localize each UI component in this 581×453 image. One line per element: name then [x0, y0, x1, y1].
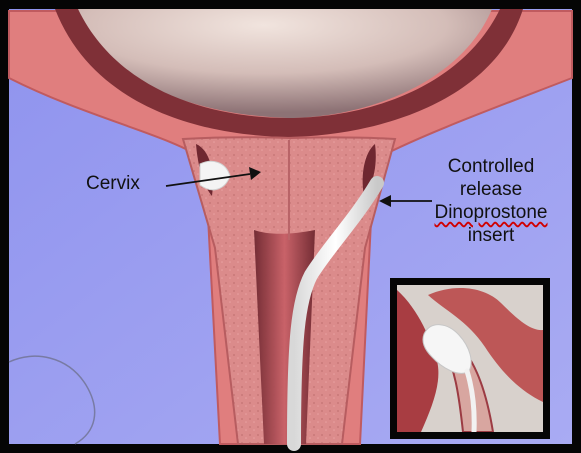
cervical-canal — [254, 230, 315, 444]
label-insert-line-3: Dinoprostone — [425, 201, 557, 224]
label-insert-line-2: release — [425, 178, 557, 201]
label-insert-line-1: Controlled — [425, 155, 557, 178]
inset-closeup — [390, 278, 550, 439]
label-insert-line-4: insert — [425, 224, 557, 247]
label-cervix: Cervix — [86, 172, 140, 195]
label-controlled-release-insert: Controlled release Dinoprostone insert — [425, 155, 557, 247]
inset-insert-closeup — [397, 285, 543, 432]
